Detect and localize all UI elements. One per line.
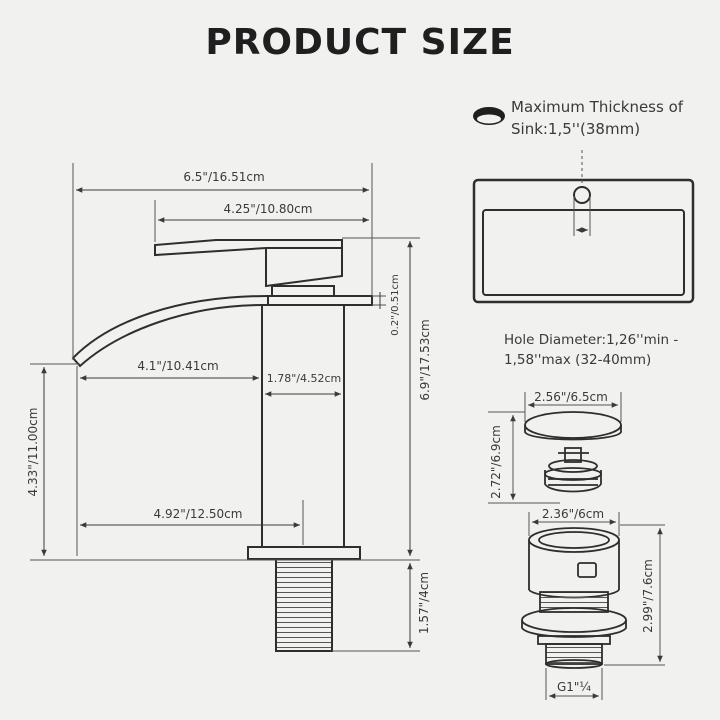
faucet-drawing [71,239,373,652]
faucet-handle-block [265,248,343,288]
faucet-spout-plate [267,295,373,306]
faucet-dimension-arrows [41,187,413,648]
label-thread-length: 1.57"/4cm [417,572,431,634]
sink-drawing [472,178,695,304]
label-spout-to-body: 4.92"/12.50cm [154,507,243,521]
drain-thread-upper [539,591,609,613]
drain-overflow-slot [577,562,597,578]
faucet-thread-shank [275,558,333,652]
label-drain-body-diameter: 2.36"/6cm [542,507,604,521]
label-total-length: 6.5"/16.51cm [183,170,264,184]
label-spout-reach: 4.1"/10.41cm [137,359,218,373]
label-drain-cap-height: 2.72"/6.9cm [489,425,503,499]
faucet-handle-lever [154,239,343,257]
label-total-height: 6.9"/17.53cm [418,319,432,400]
drain-cap-top [524,411,622,439]
faucet-spout-curve [71,295,269,368]
faucet-base-plate [247,546,361,560]
label-spout-height: 4.33"/11.00cm [26,408,40,497]
label-spout-thickness: 0.2"/0.51cm [390,274,401,335]
sink-thickness-note: Maximum Thickness of Sink:1,5''(38mm) [511,98,684,138]
faucet-extension-lines [30,163,420,652]
drain-body-drawing [521,527,627,669]
label-body-width: 1.78"/4.52cm [267,372,342,385]
faucet-handle-base [271,285,335,297]
label-handle-length: 4.25"/10.80cm [224,202,313,216]
label-drain-thread: G1"¼ [557,680,591,694]
sink-hole-guides [573,150,591,236]
drain-body-guides [528,512,665,700]
drain-cap-stem [564,447,582,463]
sink-thickness-icon [473,107,505,125]
sink-basin [482,209,685,296]
drain-thread-lower [545,643,603,665]
drain-cap-drawing [524,411,622,493]
label-drain-cap-diameter: 2.56"/6.5cm [534,390,608,404]
sink-hole-note: Hole Diameter:1,26''min - 1,58''max (32-… [504,332,679,368]
sink-hole [573,186,591,204]
sink-outer [472,178,695,304]
page-title: PRODUCT SIZE [205,22,515,63]
label-drain-body-height: 2.99"/7.6cm [641,559,655,633]
drain-cap-guides [488,392,622,504]
